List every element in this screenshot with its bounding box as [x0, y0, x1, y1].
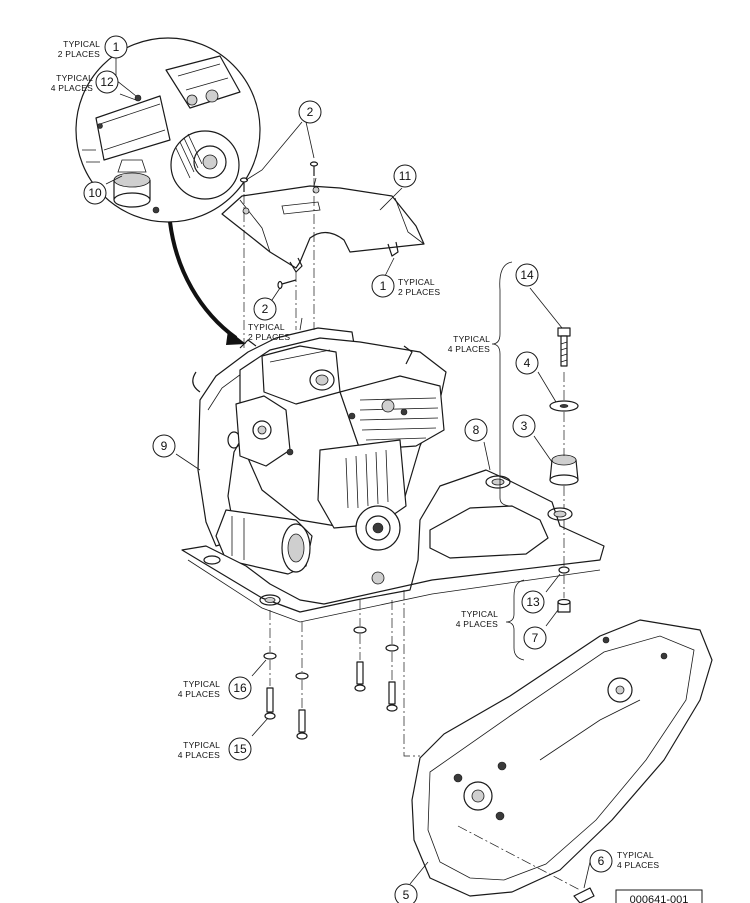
callout-10: 10: [83, 181, 107, 205]
svg-text:8: 8: [473, 423, 480, 437]
svg-text:TYPICAL: TYPICAL: [617, 850, 654, 860]
svg-text:5: 5: [403, 888, 410, 902]
svg-text:3: 3: [521, 419, 528, 433]
svg-text:TYPICAL: TYPICAL: [461, 609, 498, 619]
note-washer-16: TYPICAL 4 PLACES: [178, 679, 220, 699]
callout-11: 11: [393, 164, 417, 188]
svg-text:13: 13: [526, 595, 540, 609]
svg-text:10: 10: [88, 186, 102, 200]
callout-9: 9: [152, 434, 176, 458]
cover-screws: [239, 161, 319, 290]
svg-text:14: 14: [520, 268, 534, 282]
callout-leaders: [105, 58, 591, 889]
note-inset-12: TYPICAL 4 PLACES: [51, 73, 93, 93]
note-inset-1: TYPICAL 2 PLACES: [58, 39, 100, 59]
svg-text:12: 12: [100, 75, 114, 89]
mount-bolts: [263, 626, 399, 740]
svg-text:TYPICAL: TYPICAL: [63, 39, 100, 49]
svg-text:2 PLACES: 2 PLACES: [398, 287, 440, 297]
svg-text:TYPICAL: TYPICAL: [453, 334, 490, 344]
note-screw-6: TYPICAL 4 PLACES: [617, 850, 659, 870]
note-screw-2: TYPICAL 2 PLACES: [248, 322, 290, 342]
svg-text:000641-001: 000641-001: [630, 894, 689, 903]
transmission-cover: [411, 619, 713, 903]
svg-text:TYPICAL: TYPICAL: [183, 679, 220, 689]
callout-1-cover: 1: [371, 274, 395, 298]
callout-2-lower: 2: [253, 297, 277, 321]
svg-text:9: 9: [161, 439, 168, 453]
engine-mount-plate: [181, 469, 605, 623]
svg-text:11: 11: [399, 169, 412, 183]
note-bolt-15: TYPICAL 4 PLACES: [178, 740, 220, 760]
callout-15: 15: [228, 737, 252, 761]
svg-text:16: 16: [233, 681, 247, 695]
note-nut-stack: TYPICAL 4 PLACES: [456, 609, 498, 629]
svg-text:7: 7: [532, 631, 539, 645]
svg-text:15: 15: [233, 742, 247, 756]
svg-text:4 PLACES: 4 PLACES: [617, 860, 659, 870]
callout-7: 7: [523, 626, 547, 650]
callout-14: 14: [515, 263, 539, 287]
svg-text:TYPICAL: TYPICAL: [183, 740, 220, 750]
svg-text:2: 2: [262, 302, 269, 316]
figure-id-box: 000641-001: [615, 889, 703, 903]
svg-text:6: 6: [598, 854, 605, 868]
svg-text:1: 1: [380, 279, 387, 293]
callout-5: 5: [394, 883, 418, 903]
svg-text:4 PLACES: 4 PLACES: [456, 619, 498, 629]
svg-text:4 PLACES: 4 PLACES: [178, 750, 220, 760]
callout-4: 4: [515, 351, 539, 375]
engine-top-cover: [221, 185, 425, 273]
engine-assembly: [192, 317, 447, 585]
svg-text:2 PLACES: 2 PLACES: [58, 49, 100, 59]
svg-text:1: 1: [113, 40, 120, 54]
svg-text:TYPICAL: TYPICAL: [248, 322, 285, 332]
assembly-centerlines: [243, 178, 581, 891]
callout-3: 3: [512, 414, 536, 438]
svg-text:2 PLACES: 2 PLACES: [248, 332, 290, 342]
callout-2-top: 2: [298, 100, 322, 124]
callout-12: 12: [95, 70, 119, 94]
callout-13: 13: [521, 590, 545, 614]
callout-16: 16: [228, 676, 252, 700]
detail-arrow: [168, 221, 246, 345]
note-isolator-stack: TYPICAL 4 PLACES: [448, 334, 490, 354]
isolator-stack: [549, 327, 579, 613]
callout-1-inset: 1: [104, 35, 128, 59]
svg-text:2: 2: [307, 105, 314, 119]
note-clip-1: TYPICAL 2 PLACES: [398, 277, 440, 297]
callout-6: 6: [589, 849, 613, 873]
callout-8: 8: [464, 418, 488, 442]
svg-text:4 PLACES: 4 PLACES: [51, 83, 93, 93]
svg-text:TYPICAL: TYPICAL: [398, 277, 435, 287]
svg-text:4 PLACES: 4 PLACES: [178, 689, 220, 699]
svg-text:4: 4: [524, 356, 531, 370]
svg-text:4 PLACES: 4 PLACES: [448, 344, 490, 354]
svg-text:TYPICAL: TYPICAL: [56, 73, 93, 83]
